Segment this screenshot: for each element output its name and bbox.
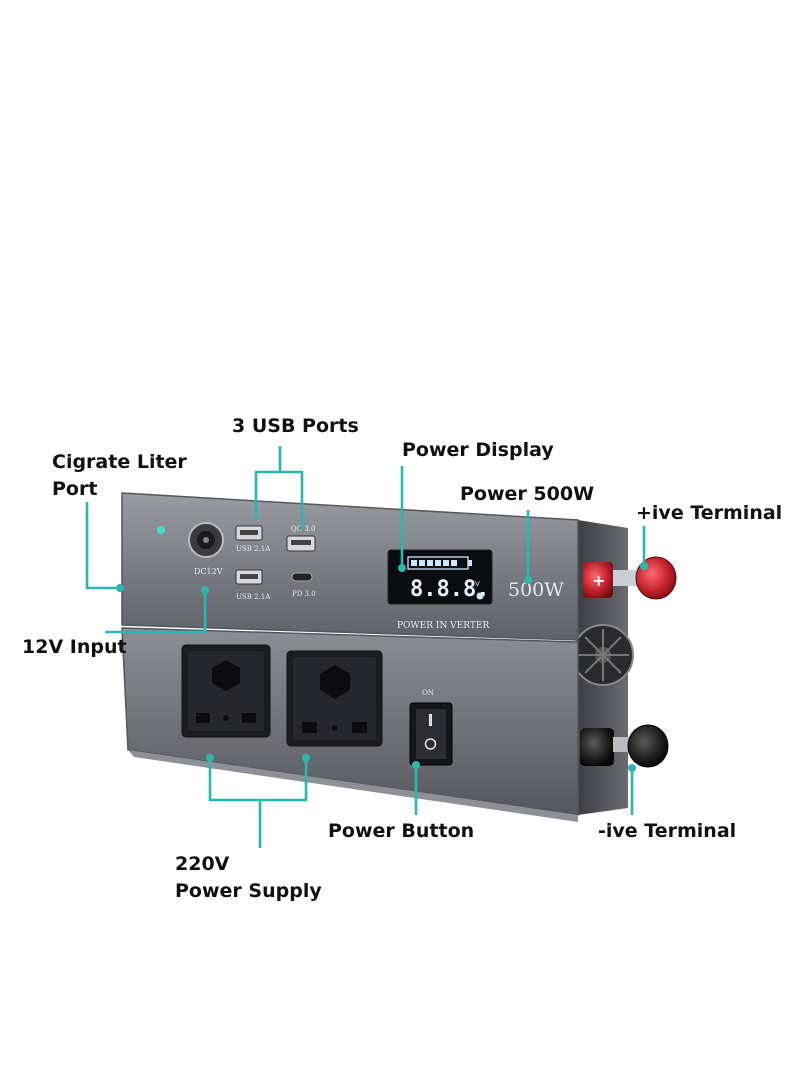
ac-socket-2: [286, 650, 383, 747]
leader-lines: [85, 446, 648, 848]
label-supply-line2: Power Supply: [175, 880, 322, 902]
dc-port-label: DC12V: [194, 567, 223, 576]
label-supply-line1: 220V: [175, 853, 230, 875]
negative-terminal: [580, 724, 669, 768]
switch-on-label: ON: [422, 689, 434, 697]
battery-indicator: [407, 556, 472, 570]
usb-port-1: USB 2.1A: [235, 525, 271, 553]
brand-label: POWER IN VERTER: [397, 621, 489, 631]
ac-socket-1: [181, 644, 271, 738]
label-cigarette-port-line1: Cigrate Liter: [52, 451, 187, 473]
status-led: [157, 526, 165, 534]
label-power-display: Power Display: [402, 439, 554, 461]
wattage-label: 500W: [508, 579, 564, 601]
front-panel-top: [121, 492, 579, 641]
base-foot: [128, 750, 578, 822]
power-switch: ON: [409, 689, 453, 766]
label-power-rating: Power 500W: [460, 483, 594, 505]
usb1-label: USB 2.1A: [236, 545, 271, 553]
label-power-button: Power Button: [328, 820, 474, 842]
display-unit: V: [475, 580, 480, 588]
inverter-device: DC12V USB 2.1A USB 2.1A QC 3.0 PD 3.0: [121, 492, 677, 822]
callout-labels: 3 USB Ports Power Display Cigrate Liter …: [22, 415, 782, 902]
label-cigarette-port-line2: Port: [52, 478, 97, 500]
usb-port-2: USB 2.1A: [235, 569, 271, 601]
display-digits: 8.8.8.: [410, 577, 489, 602]
terminal-plus-sign: +: [592, 571, 605, 590]
label-12v-input: 12V Input: [22, 636, 127, 658]
label-negative-terminal: -ive Terminal: [598, 820, 736, 842]
positive-terminal: +: [583, 556, 677, 600]
cooling-fan: [572, 624, 634, 686]
label-positive-terminal: +ive Terminal: [636, 502, 782, 524]
usb-c-port: PD 3.0: [291, 572, 316, 598]
pd-label: PD 3.0: [292, 590, 316, 598]
label-usb-ports: 3 USB Ports: [232, 415, 359, 437]
power-display: 8.8.8. V: [387, 549, 493, 605]
usb2-label: USB 2.1A: [236, 593, 271, 601]
dc-12v-port: DC12V: [188, 522, 224, 576]
